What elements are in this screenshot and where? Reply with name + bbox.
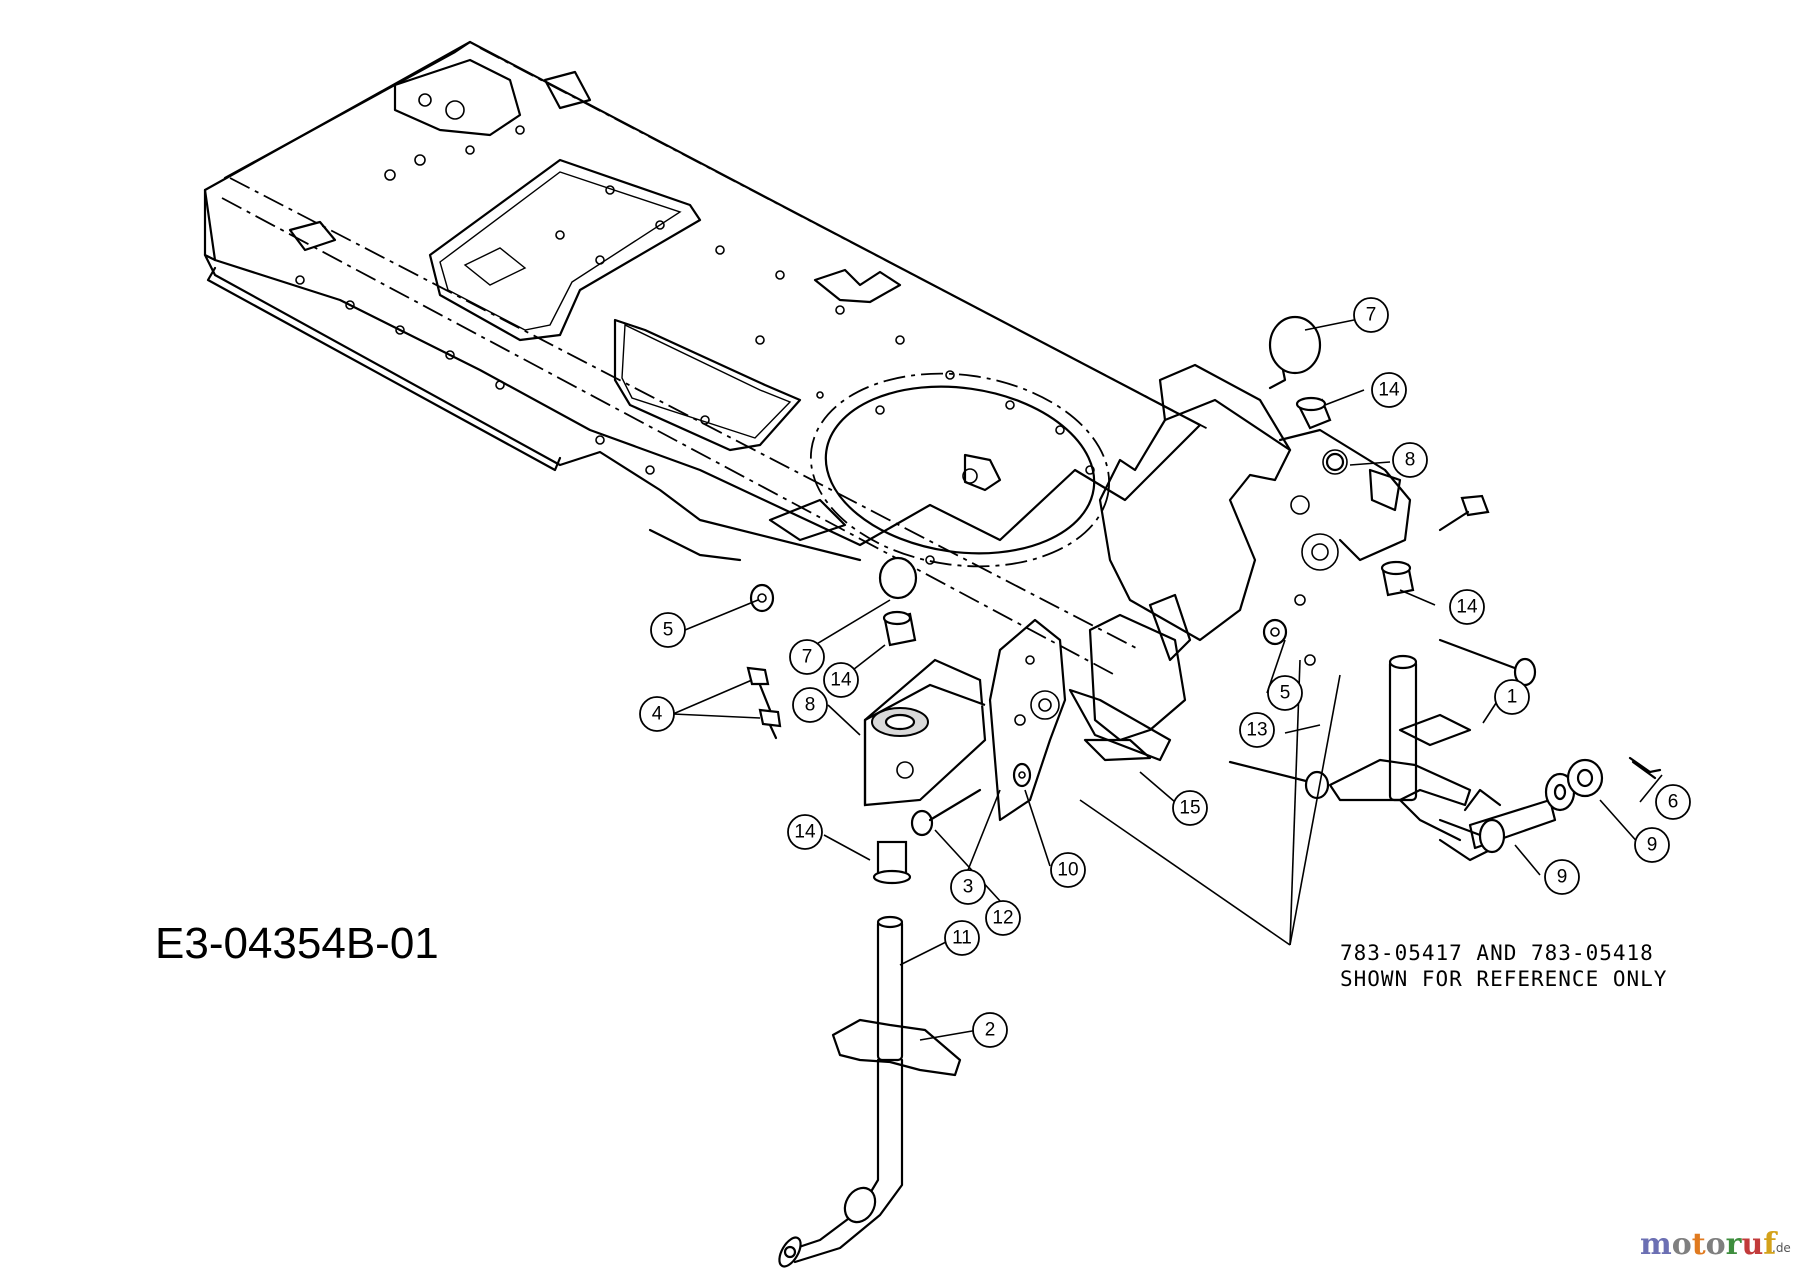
- svg-text:15: 15: [1179, 798, 1200, 819]
- svg-text:2: 2: [985, 1020, 996, 1041]
- callout-7a: 7: [1353, 297, 1389, 333]
- drawing-code: E3-04354B-01: [155, 919, 439, 968]
- callout-6: 6: [1655, 784, 1691, 820]
- callout-11: 11: [944, 920, 980, 956]
- svg-text:1: 1: [1507, 687, 1518, 708]
- callouts: 1 2 3 4 5 5 6 7 7 8 8 9 9 10 11 12 13 14…: [639, 297, 1691, 1048]
- motoruf-logo: motoruf .de: [1640, 1227, 1791, 1262]
- callout-5b: 5: [1267, 675, 1303, 711]
- reference-note-line2: SHOWN FOR REFERENCE ONLY: [1340, 967, 1667, 991]
- callout-1: 1: [1494, 679, 1530, 715]
- leader-lines: [672, 319, 1663, 1041]
- svg-text:9: 9: [1557, 867, 1568, 888]
- callout-10: 10: [1050, 852, 1086, 888]
- left-front-bracket: [988, 593, 1192, 822]
- svg-text:11: 11: [952, 928, 972, 949]
- spindle-left: [778, 915, 962, 1268]
- axle-beam-left: [863, 658, 987, 807]
- svg-text:9: 9: [1647, 835, 1658, 856]
- callout-4: 4: [639, 696, 675, 732]
- callout-3: 3: [950, 869, 986, 905]
- callout-2: 2: [972, 1012, 1008, 1048]
- callout-13: 13: [1239, 712, 1275, 748]
- motoruf-domain: .de: [1772, 1241, 1791, 1255]
- callout-9a: 9: [1634, 827, 1670, 863]
- svg-text:motoruf: motoruf: [1640, 1227, 1778, 1262]
- hardware: [746, 315, 1662, 885]
- callout-8b: 8: [792, 687, 828, 723]
- spindle-right: [1328, 654, 1576, 862]
- svg-text:14: 14: [1378, 380, 1400, 401]
- svg-text:13: 13: [1246, 720, 1267, 741]
- svg-text:8: 8: [805, 695, 816, 716]
- callout-9b: 9: [1544, 859, 1580, 895]
- svg-text:3: 3: [963, 877, 974, 898]
- svg-text:7: 7: [802, 647, 813, 668]
- callout-14d: 14: [787, 814, 823, 850]
- svg-text:8: 8: [1405, 450, 1416, 471]
- svg-text:14: 14: [794, 822, 816, 843]
- svg-text:5: 5: [663, 620, 674, 641]
- callout-12: 12: [985, 900, 1021, 936]
- reference-note-line1: 783-05417 AND 783-05418: [1340, 941, 1654, 965]
- svg-text:6: 6: [1668, 792, 1679, 813]
- right-front-bracket: [1098, 363, 1412, 666]
- callout-8a: 8: [1392, 442, 1428, 478]
- frame-holes: [295, 125, 1095, 565]
- svg-text:4: 4: [652, 704, 663, 725]
- callout-14b: 14: [1449, 589, 1485, 625]
- callout-14c: 14: [823, 662, 859, 698]
- callout-5a: 5: [650, 612, 686, 648]
- svg-text:5: 5: [1280, 683, 1291, 704]
- svg-text:7: 7: [1366, 305, 1377, 326]
- callout-15: 15: [1172, 790, 1208, 826]
- svg-text:10: 10: [1057, 860, 1078, 881]
- tractor-frame: [203, 40, 1211, 676]
- svg-text:14: 14: [830, 670, 852, 691]
- svg-text:14: 14: [1456, 597, 1478, 618]
- svg-text:12: 12: [992, 908, 1013, 929]
- callout-14a: 14: [1371, 372, 1407, 408]
- callout-7b: 7: [789, 639, 825, 675]
